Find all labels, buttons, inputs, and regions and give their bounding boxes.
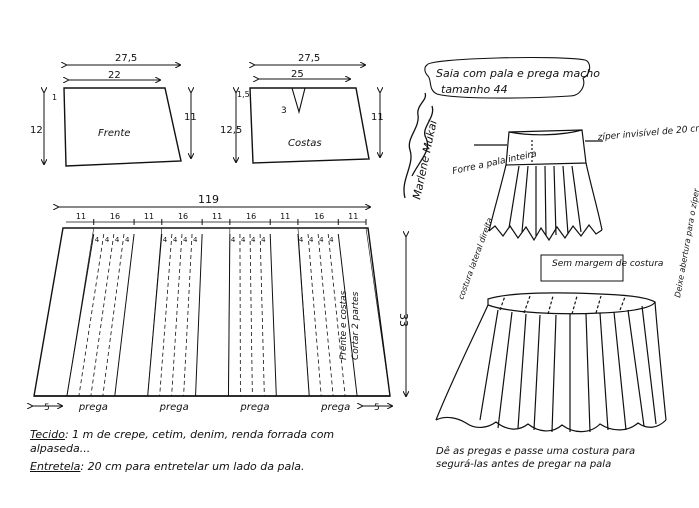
interfacing-note-label: Entretela bbox=[30, 460, 81, 473]
fabric-note-label: Tecido bbox=[30, 428, 65, 441]
pleat-label-1: prega bbox=[78, 402, 108, 413]
title-line-1: Saia com pala e prega macho bbox=[436, 67, 600, 80]
pleat-mark: 4 bbox=[183, 236, 188, 244]
zipper-opening-label: Deixe abertura para o zíper bbox=[673, 187, 699, 298]
left-margin-label: 5 bbox=[44, 403, 50, 413]
pleat-fold-line bbox=[147, 233, 163, 397]
right-margin-label: 5 bbox=[374, 403, 380, 413]
back-top-width: 27,5 bbox=[298, 53, 320, 64]
pleat-mark: 4 bbox=[261, 236, 266, 244]
pleat-mark: 4 bbox=[95, 236, 100, 244]
no-margin-box: Sem margem de costura bbox=[540, 254, 663, 282]
pleat-instruction-note: Dê as pregas e passe uma costura para se… bbox=[436, 446, 636, 470]
pleat-fold-line bbox=[195, 233, 203, 397]
pleat-label-2: prega bbox=[159, 402, 189, 413]
pleat-fold-line bbox=[297, 233, 310, 397]
height-label: 33 bbox=[397, 313, 410, 327]
pleat-mark: 4 bbox=[125, 236, 130, 244]
segment-width: 11 bbox=[348, 212, 358, 221]
interfacing-note-text: : 20 cm para entretelar um lado da pala. bbox=[80, 460, 305, 473]
pleat-fold-line bbox=[102, 233, 125, 397]
panel-guide-line bbox=[365, 227, 391, 397]
title-box: Saia com pala e prega macho tamanho 44 bbox=[424, 56, 600, 99]
segment-width: 11 bbox=[212, 212, 222, 221]
pleat-fold-line bbox=[337, 233, 358, 397]
pleat-mark: 4 bbox=[319, 236, 324, 244]
pleat-fold-line bbox=[327, 233, 346, 397]
pleat-label-3: prega bbox=[239, 402, 269, 413]
pleat-fold-line bbox=[66, 233, 95, 397]
front-height-right: 11 bbox=[184, 112, 197, 123]
title-line-2: tamanho 44 bbox=[441, 83, 508, 96]
back-left-small: 1,5 bbox=[237, 90, 250, 99]
segment-width: 11 bbox=[144, 212, 154, 221]
pleat-label-4: prega bbox=[320, 402, 350, 413]
fabric-note: Tecido: 1 m de crepe, cetim, denim, rend… bbox=[30, 428, 380, 456]
pleat-mark: 4 bbox=[163, 236, 168, 244]
pleat-fold-line bbox=[183, 233, 193, 397]
segment-dimensions: 11 16 11 16 11 16 11 16 11 bbox=[76, 212, 367, 225]
pleat-mark: 4 bbox=[241, 236, 246, 244]
pleat-mark: 4 bbox=[193, 236, 198, 244]
pleat-mark: 4 bbox=[173, 236, 178, 244]
pleat-mark: 4 bbox=[251, 236, 256, 244]
panel-vertical-label-1: Frente e costas bbox=[339, 290, 349, 360]
pleat-labels: prega prega prega prega bbox=[78, 402, 350, 413]
lining-label: Forre a pala inteira bbox=[452, 149, 538, 177]
segment-width: 16 bbox=[178, 212, 188, 221]
pleat-fold-line bbox=[249, 233, 253, 397]
pleat-fold-line bbox=[307, 233, 322, 397]
segment-width: 16 bbox=[314, 212, 324, 221]
skirt-illustration-small bbox=[474, 129, 603, 242]
pleat-mark: 4 bbox=[309, 236, 314, 244]
segment-width: 11 bbox=[280, 212, 290, 221]
front-yoke-piece: 27,5 22 12 11 1 Frente bbox=[30, 53, 197, 167]
zipper-label: zíper invisível de 20 cm bbox=[596, 124, 699, 143]
pleat-fold-line bbox=[171, 233, 183, 397]
pleat-fold-line bbox=[159, 233, 173, 397]
back-dart-mark: 3 bbox=[281, 106, 287, 116]
pleat-mark: 4 bbox=[231, 236, 236, 244]
pleat-fold-line bbox=[269, 233, 277, 397]
pleat-fold-line bbox=[78, 233, 105, 397]
back-yoke-label: Costas bbox=[288, 138, 322, 149]
pleat-fold-line bbox=[317, 233, 334, 397]
pleat-fold-line bbox=[227, 233, 231, 397]
front-inner-width: 22 bbox=[108, 70, 121, 81]
segment-width: 16 bbox=[110, 212, 120, 221]
back-yoke-piece: 27,5 25 12,5 11 1,5 3 Costas bbox=[220, 53, 384, 164]
pleat-mark: 4 bbox=[299, 236, 304, 244]
back-height-left: 12,5 bbox=[220, 125, 242, 136]
back-dart bbox=[291, 87, 306, 115]
panel-vertical-label-2: Cortar 2 partes bbox=[351, 291, 361, 360]
pleat-fold-line bbox=[114, 233, 135, 397]
pleat-mark: 4 bbox=[105, 236, 110, 244]
pleat-mark: 4 bbox=[329, 236, 334, 244]
segment-width: 11 bbox=[76, 212, 86, 221]
fabric-note-text: : 1 m de crepe, cetim, denim, renda forr… bbox=[30, 428, 335, 455]
front-height-left: 12 bbox=[30, 125, 43, 136]
front-left-small: 1 bbox=[52, 93, 57, 102]
segment-width: 16 bbox=[246, 212, 256, 221]
total-width-label: 119 bbox=[198, 193, 219, 206]
pleat-mark: 4 bbox=[115, 236, 120, 244]
pleat-fold-line bbox=[259, 233, 265, 397]
back-inner-width: 25 bbox=[291, 69, 304, 80]
no-margin-label: Sem margem de costura bbox=[552, 259, 663, 269]
front-top-width: 27,5 bbox=[115, 53, 137, 64]
pleat-fold-line bbox=[90, 233, 115, 397]
back-height-right: 11 bbox=[371, 112, 384, 123]
front-yoke-label: Frente bbox=[98, 128, 130, 139]
interfacing-note: Entretela: 20 cm para entretelar um lado… bbox=[30, 460, 380, 474]
skirt-illustration-large bbox=[435, 292, 667, 433]
signature: Marlene Mukai bbox=[403, 92, 440, 201]
side-seam-label: costura lateral direita bbox=[456, 216, 494, 300]
